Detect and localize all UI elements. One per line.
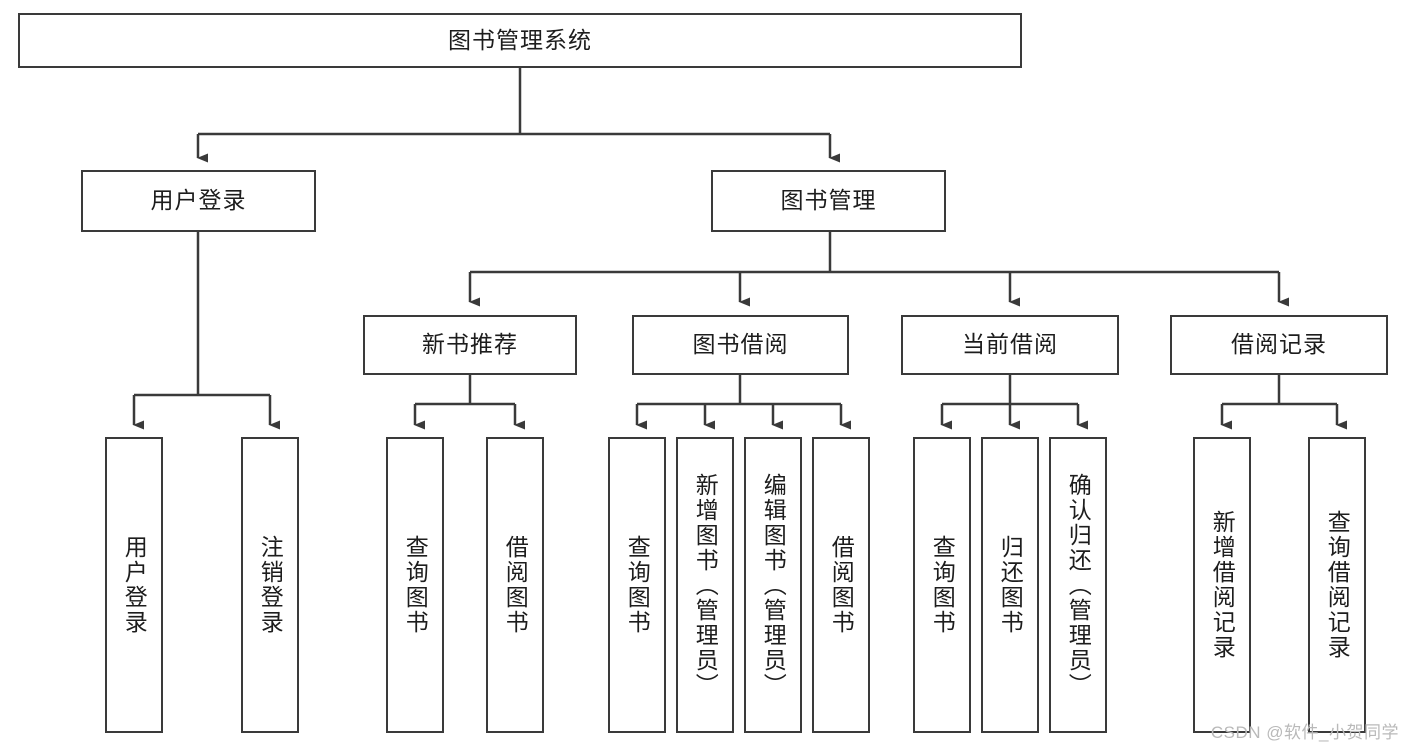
leaf-user-login-login[interactable]: 用户登录 [105, 437, 163, 733]
node-new-book-recommend[interactable]: 新书推荐 [363, 315, 577, 375]
node-book-borrow[interactable]: 图书借阅 [632, 315, 849, 375]
leaf-borrow-borrow-book[interactable]: 借阅图书 [812, 437, 870, 733]
leaf-record-query-record[interactable]: 查询借阅记录 [1308, 437, 1366, 733]
leaf-current-confirm-return[interactable]: 确认归还（管理员） [1049, 437, 1107, 733]
node-book-management[interactable]: 图书管理 [711, 170, 946, 232]
node-label: 新书推荐 [422, 331, 518, 358]
node-label: 查询借阅记录 [1324, 510, 1351, 660]
leaf-borrow-query-book[interactable]: 查询图书 [608, 437, 666, 733]
leaf-user-login-logout[interactable]: 注销登录 [241, 437, 299, 733]
watermark-text: CSDN @软件_小贺同学 [1210, 723, 1399, 742]
node-label: 归还图书 [997, 535, 1024, 635]
node-borrow-record[interactable]: 借阅记录 [1170, 315, 1388, 375]
node-root-system[interactable]: 图书管理系统 [18, 13, 1022, 68]
leaf-recommend-query-book[interactable]: 查询图书 [386, 437, 444, 733]
node-label: 编辑图书（管理员） [760, 472, 787, 698]
node-label: 确认归还（管理员） [1065, 472, 1092, 698]
leaf-current-query-book[interactable]: 查询图书 [913, 437, 971, 733]
node-label: 新增图书（管理员） [692, 472, 719, 698]
leaf-recommend-borrow-book[interactable]: 借阅图书 [486, 437, 544, 733]
node-label: 借阅图书 [502, 535, 529, 635]
node-label: 当前借阅 [962, 331, 1058, 358]
leaf-current-return-book[interactable]: 归还图书 [981, 437, 1039, 733]
leaf-borrow-add-book[interactable]: 新增图书（管理员） [676, 437, 734, 733]
node-label: 查询图书 [624, 535, 651, 635]
node-label: 查询图书 [402, 535, 429, 635]
node-label: 查询图书 [929, 535, 956, 635]
node-label: 用户登录 [150, 187, 247, 214]
node-label: 图书管理系统 [448, 26, 592, 53]
node-label: 图书管理 [780, 187, 877, 214]
leaf-record-add-record[interactable]: 新增借阅记录 [1193, 437, 1251, 733]
node-label: 注销登录 [257, 535, 284, 635]
leaf-borrow-edit-book[interactable]: 编辑图书（管理员） [744, 437, 802, 733]
node-user-login[interactable]: 用户登录 [81, 170, 316, 232]
node-label: 用户登录 [121, 535, 148, 635]
node-current-borrow[interactable]: 当前借阅 [901, 315, 1119, 375]
node-label: 新增借阅记录 [1209, 510, 1236, 660]
node-label: 借阅图书 [828, 535, 855, 635]
node-label: 图书借阅 [692, 331, 789, 358]
node-label: 借阅记录 [1231, 331, 1327, 358]
